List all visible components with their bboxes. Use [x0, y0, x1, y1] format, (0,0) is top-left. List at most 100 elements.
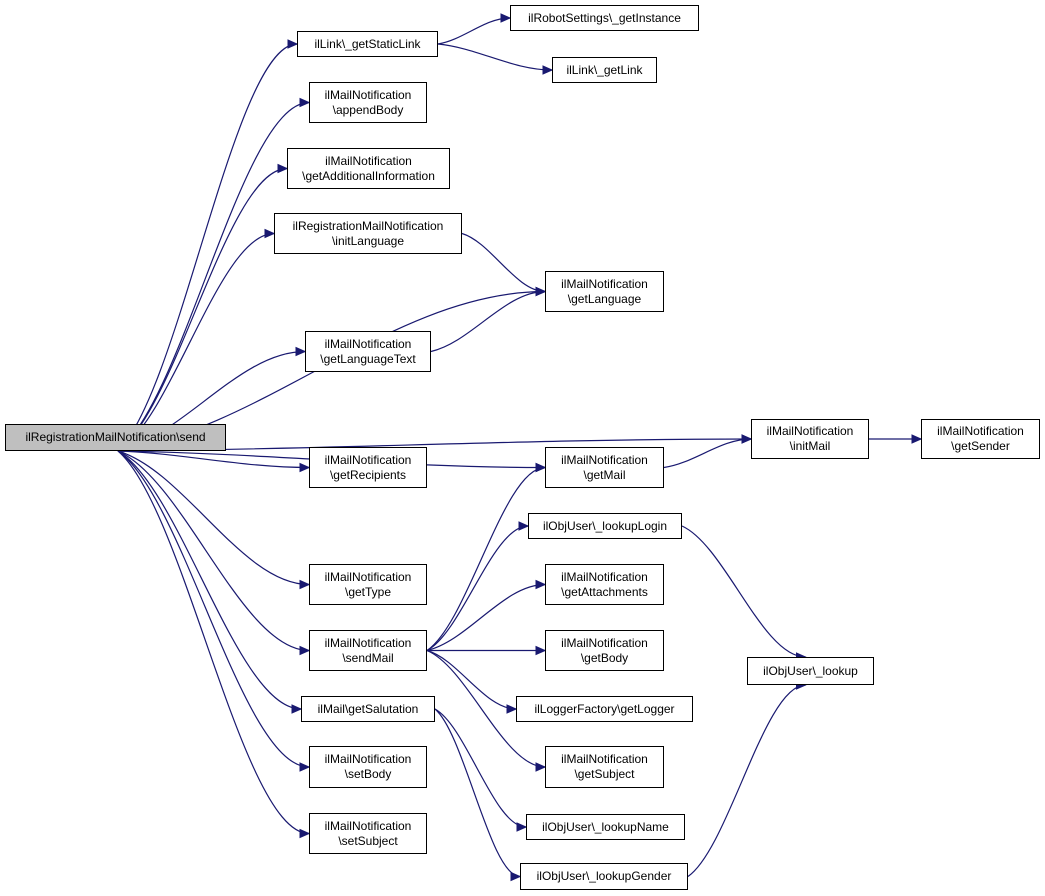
edge-root-to-getStaticLink — [117, 43, 298, 452]
node-label-line-1: ilMailNotification — [561, 452, 648, 467]
node-send-mail[interactable]: ilMailNotification \sendMail — [309, 630, 427, 671]
arrowhead-icon — [299, 762, 311, 772]
node-label-line-1: ilMailNotification — [325, 153, 412, 168]
arrowhead-icon — [264, 228, 276, 239]
arrowhead-icon — [535, 462, 547, 473]
edge-root-to-initLanguage — [117, 232, 275, 452]
edge-root-to-setSubject — [117, 450, 310, 835]
arrowhead-icon — [287, 39, 299, 49]
arrowhead-icon — [277, 163, 289, 174]
node-lookup-login[interactable]: ilObjUser\_lookupLogin — [528, 513, 682, 539]
node-label-line-2: \sendMail — [342, 650, 394, 665]
node-get-language[interactable]: ilMailNotification \getLanguage — [545, 271, 664, 312]
node-get-salutation[interactable]: ilMail\getSalutation — [301, 696, 435, 722]
edge-root-to-getRecipients — [117, 450, 310, 469]
edge-sendMail-to-getMail — [426, 466, 546, 651]
arrowhead-icon — [516, 822, 528, 832]
arrowhead-icon — [741, 434, 753, 444]
node-label: ilObjUser\_lookupGender — [536, 869, 672, 883]
node-label-line-1: ilMailNotification — [766, 424, 854, 438]
node-get-mail[interactable]: ilMailNotification \getMail — [545, 447, 664, 488]
node-link-get-static-link[interactable]: ilLink\_getStaticLink — [297, 31, 438, 57]
edge-sendMail-to-lookupLogin — [426, 525, 529, 652]
node-label-line-2: \setBody — [344, 767, 392, 781]
node-get-type[interactable]: ilMailNotification \getType — [309, 564, 427, 605]
node-label-line-1: ilRegistrationMailNotification — [292, 218, 444, 233]
node-label-line-2: \getAttachments — [561, 584, 648, 599]
node-get-additional-information[interactable]: ilMailNotification \getAdditionalInforma… — [287, 148, 450, 189]
node-label: ilRobotSettings\_getInstance — [528, 10, 681, 25]
node-get-recipients[interactable]: ilMailNotification \getRecipients — [309, 447, 427, 488]
arrowhead-icon — [510, 871, 522, 882]
node-lookup-name[interactable]: ilObjUser\_lookupName — [526, 814, 685, 840]
arrowhead-icon — [299, 462, 311, 473]
arrowhead-icon — [535, 286, 547, 297]
arrowhead-icon — [535, 762, 547, 772]
node-label-line-2: \getBody — [580, 650, 629, 665]
node-init-language[interactable]: ilRegistrationMailNotification \initLang… — [274, 213, 462, 254]
node-get-sender[interactable]: ilMailNotification \getSender — [921, 419, 1040, 459]
edge-lookupGender-to-lookup — [687, 684, 806, 877]
node-label: ilLink\_getLink — [566, 62, 643, 77]
node-set-body[interactable]: ilMailNotification \setBody — [309, 746, 427, 788]
arrowhead-icon — [299, 579, 311, 590]
node-label-line-1: ilMailNotification — [324, 87, 412, 102]
edge-getSalutation-to-lookupName — [434, 708, 527, 828]
edge-getStaticLink-to-robotGetInstance — [437, 17, 511, 45]
arrowhead-icon — [299, 828, 311, 839]
node-label: ilObjUser\_lookupName — [542, 819, 669, 834]
node-label-line-1: ilMailNotification — [324, 752, 412, 766]
node-label-line-1: ilMailNotification — [324, 569, 412, 584]
arrowhead-icon — [535, 645, 547, 656]
arrowhead-icon — [518, 521, 530, 531]
node-label-line-2: \getType — [344, 584, 392, 599]
node-lookup-gender[interactable]: ilObjUser\_lookupGender — [520, 863, 688, 890]
node-label-line-2: \getAdditionalInformation — [302, 168, 435, 183]
node-label-line-2: \getSender — [951, 439, 1010, 453]
edge-root-to-sendMail — [117, 450, 310, 652]
node-label-line-2: \initLanguage — [331, 233, 405, 248]
node-label: ilLoggerFactory\getLogger — [534, 701, 675, 716]
node-init-mail[interactable]: ilMailNotification \initMail — [751, 419, 869, 459]
node-label-line-1: ilMailNotification — [324, 336, 412, 351]
node-robot-settings-get-instance[interactable]: ilRobotSettings\_getInstance — [510, 5, 699, 31]
edge-lookupLogin-to-lookup — [681, 525, 806, 658]
edge-sendMail-to-getLogger — [426, 649, 517, 710]
arrowhead-icon — [291, 704, 303, 714]
node-lookup[interactable]: ilObjUser\_lookup — [747, 657, 874, 685]
node-label-line-2: \appendBody — [332, 102, 404, 117]
node-append-body[interactable]: ilMailNotification \appendBody — [309, 82, 427, 123]
node-label: ilLink\_getStaticLink — [314, 36, 421, 51]
arrowhead-icon — [299, 97, 311, 108]
node-label: ilMail\getSalutation — [317, 701, 419, 716]
node-label: ilRegistrationMailNotification\send — [25, 430, 206, 444]
node-get-attachments[interactable]: ilMailNotification \getAttachments — [545, 564, 664, 605]
node-get-language-text[interactable]: ilMailNotification \getLanguageText — [305, 331, 431, 372]
arrowhead-icon — [500, 13, 512, 23]
node-label-line-1: ilMailNotification — [324, 452, 412, 467]
node-label-line-1: ilMailNotification — [561, 569, 648, 584]
edge-sendMail-to-getAttachments — [426, 583, 546, 652]
node-label-line-1: ilMailNotification — [561, 276, 648, 291]
node-label-line-1: ilMailNotification — [937, 424, 1024, 438]
node-link-get-link[interactable]: ilLink\_getLink — [552, 57, 657, 83]
edge-getLanguageText-to-getLanguage — [430, 290, 546, 353]
arrowhead-icon — [295, 346, 307, 357]
arrowhead-icon — [542, 65, 554, 75]
edge-sendMail-to-getSubject — [426, 649, 546, 768]
node-label-line-1: ilMailNotification — [561, 635, 648, 650]
edge-root-to-setBody — [117, 450, 310, 768]
edge-root-to-appendBody — [117, 101, 310, 452]
node-root-send[interactable]: ilRegistrationMailNotification\send — [5, 424, 226, 451]
node-get-logger[interactable]: ilLoggerFactory\getLogger — [516, 696, 693, 722]
node-label-line-1: ilMailNotification — [324, 635, 412, 650]
node-get-subject[interactable]: ilMailNotification \getSubject — [545, 746, 664, 788]
node-label-line-2: \setSubject — [338, 833, 398, 848]
node-label: ilObjUser\_lookupLogin — [542, 518, 668, 533]
node-label-line-2: \getMail — [583, 467, 626, 482]
node-set-subject[interactable]: ilMailNotification \setSubject — [309, 813, 427, 854]
edge-root-to-getSalutation — [117, 450, 302, 710]
node-get-body[interactable]: ilMailNotification \getBody — [545, 630, 664, 671]
arrowhead-icon — [506, 704, 518, 714]
